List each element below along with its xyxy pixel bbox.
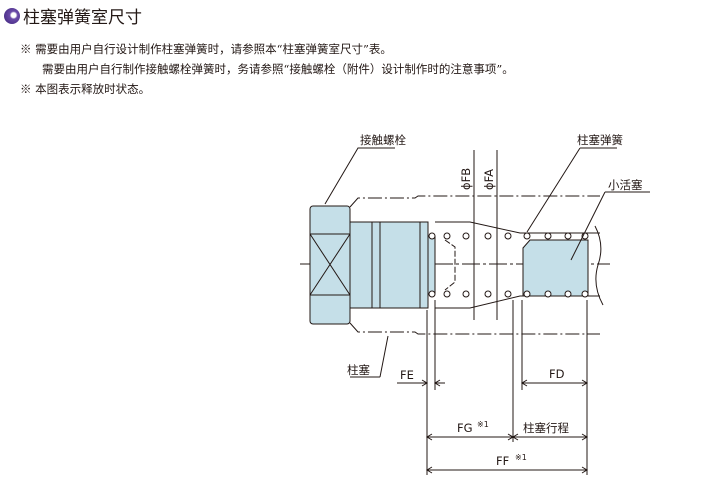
stroke-label: 柱塞行程 xyxy=(523,421,569,435)
leader-lines xyxy=(324,147,650,378)
note-3: ※ 本图表示释放时状态。 xyxy=(20,82,151,96)
fg-label: FG xyxy=(457,421,473,435)
small-piston xyxy=(522,239,589,297)
fd-label: FD xyxy=(549,367,565,381)
contact-bolt xyxy=(309,205,436,325)
contact-bolt-label: 接触螺栓 xyxy=(360,133,406,147)
fb-label: ϕFB xyxy=(459,168,473,190)
fa-label: ϕFA xyxy=(482,169,496,190)
fe-label: FE xyxy=(400,368,414,382)
section-title: 柱塞弹簧室尺寸 xyxy=(4,3,142,28)
ff-label: FF xyxy=(496,454,509,468)
extension-lines xyxy=(426,300,588,475)
dimension-lines xyxy=(397,379,588,474)
plunger-spring-label: 柱塞弹簧 xyxy=(577,133,623,147)
note-2: 需要由用户自行制作接触螺栓弹簧时，务请参照“接触螺栓（附件）设计制作时的注意事项… xyxy=(42,62,514,76)
ff-note: ※1 xyxy=(515,453,527,462)
plunger-spring xyxy=(428,232,589,298)
note-1: ※ 需要由用户自行设计制作柱塞弹簧时，请参照本“柱塞弹簧室尺寸”表。 xyxy=(20,42,392,56)
plunger-outline xyxy=(349,195,600,335)
break-line xyxy=(594,225,604,306)
bullet-icon xyxy=(4,7,20,24)
title-text: 柱塞弹簧室尺寸 xyxy=(23,8,142,28)
fg-note: ※1 xyxy=(477,420,489,429)
plunger-label: 柱塞 xyxy=(347,363,370,377)
small-piston-label: 小活塞 xyxy=(608,178,643,192)
